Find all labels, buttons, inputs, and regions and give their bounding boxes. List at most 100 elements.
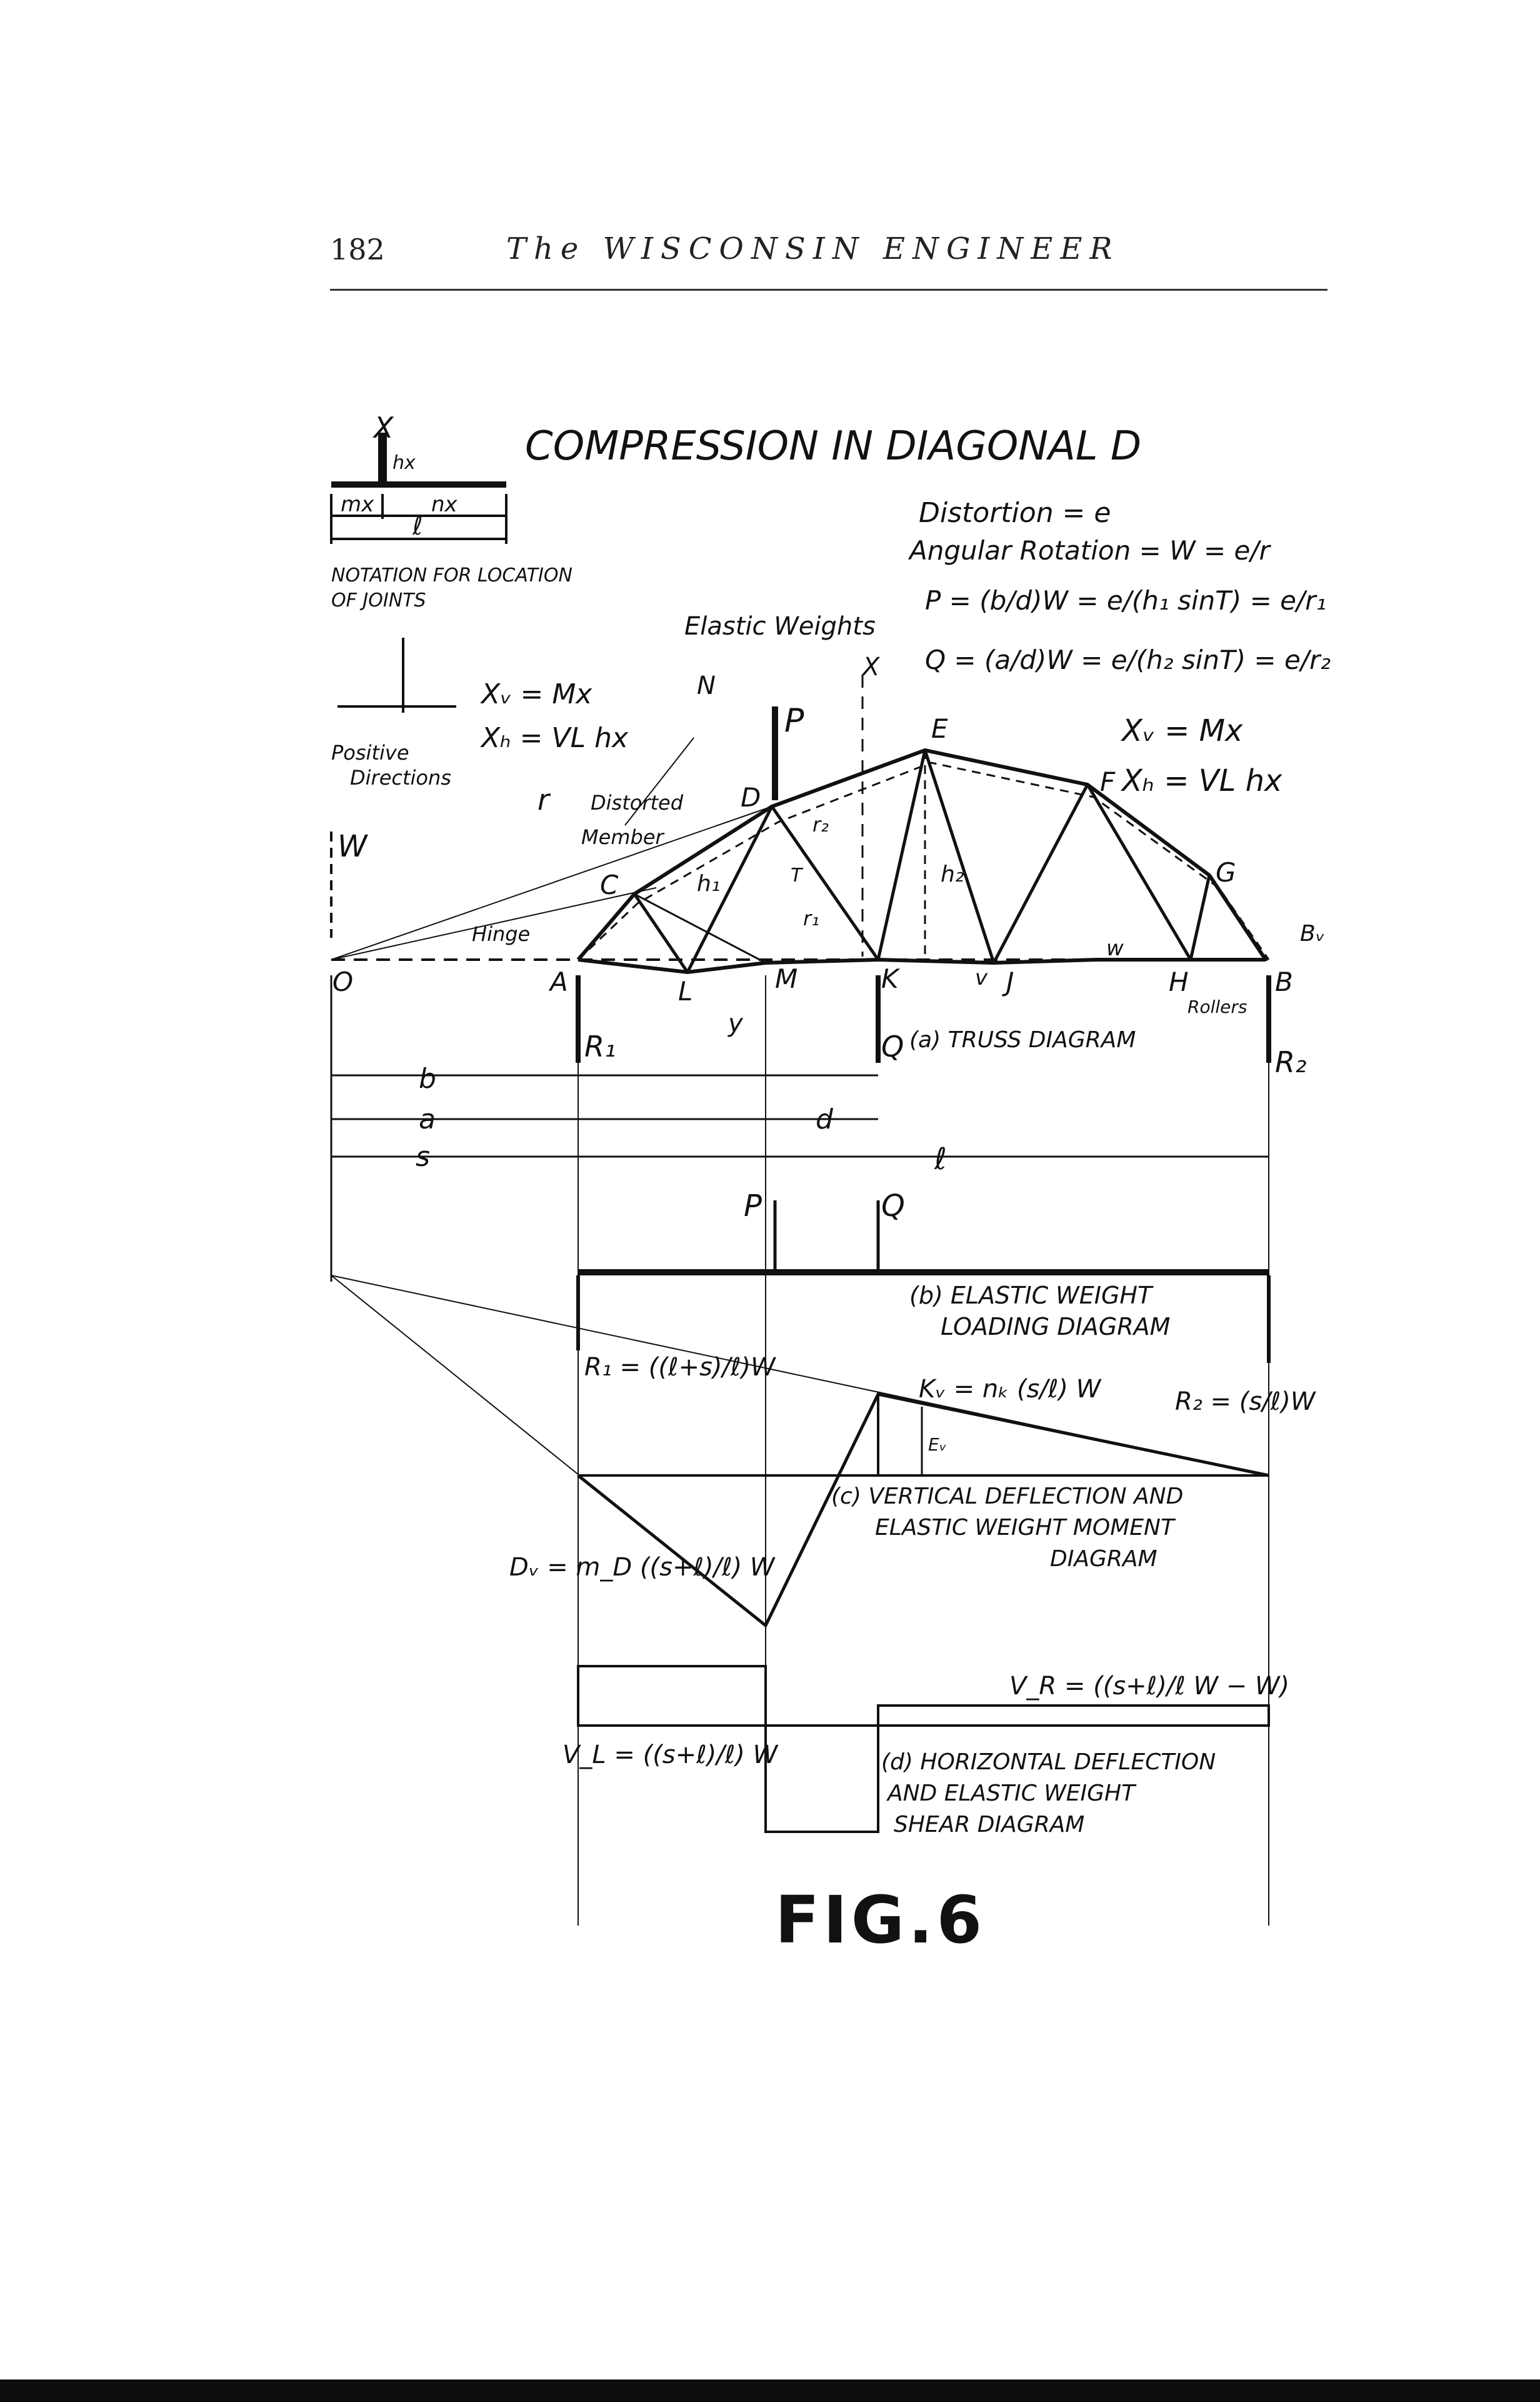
web-f-h bbox=[1086, 783, 1192, 961]
joint-c: C bbox=[600, 870, 619, 900]
label-n: N bbox=[697, 671, 716, 700]
eq-xv-right: Xᵥ = Mx bbox=[1120, 713, 1243, 748]
joint-a: A bbox=[548, 967, 568, 997]
elastic-weights-label: Elastic Weights bbox=[684, 612, 876, 641]
joint-h: H bbox=[1169, 967, 1189, 997]
web-c-m bbox=[634, 893, 766, 964]
loading-r2-equation: R₂ = (s/ℓ)W bbox=[1175, 1387, 1316, 1416]
scan-edge-band bbox=[0, 2379, 1540, 2402]
loading-r1-equation: R₁ = ((ℓ+s)/ℓ)W bbox=[584, 1353, 776, 1382]
label-distorted-2: Member bbox=[581, 825, 664, 849]
shear-right-block bbox=[877, 1704, 1270, 1727]
diagram-b-label-2: LOADING DIAGRAM bbox=[941, 1313, 1170, 1340]
journal-title: The WISCONSIN ENGINEER bbox=[506, 231, 1120, 266]
label-distorted-1: Distorted bbox=[591, 791, 684, 815]
shear-vr-equation: V_R = ((s+ℓ)/ℓ W − W) bbox=[1009, 1672, 1289, 1701]
web-e-j bbox=[923, 750, 996, 963]
label-w: W bbox=[338, 829, 368, 864]
joint-g: G bbox=[1216, 857, 1236, 888]
eq-xv-left: Xᵥ = Mx bbox=[480, 678, 592, 710]
label-v: v bbox=[975, 965, 988, 990]
web-c-l bbox=[632, 893, 689, 973]
label-w-small: w bbox=[1106, 936, 1124, 961]
figure-title: COMPRESSION IN DIAGONAL D bbox=[525, 423, 1141, 470]
joint-k: K bbox=[881, 963, 901, 994]
notation-caption-1: NOTATION FOR LOCATION bbox=[331, 565, 572, 586]
shear-vl-equation: V_L = ((s+ℓ)/ℓ) W bbox=[562, 1741, 779, 1769]
label-x: X bbox=[861, 653, 881, 681]
diagram-d-label-3: SHEAR DIAGRAM bbox=[894, 1812, 1084, 1837]
moment-ev-label: Eᵥ bbox=[928, 1434, 946, 1455]
notation-hx-label: hx bbox=[392, 452, 416, 474]
loading-q-label: Q bbox=[881, 1188, 905, 1224]
dim-a-label: a bbox=[419, 1103, 436, 1135]
notation-caption-2: OF JOINTS bbox=[331, 590, 426, 611]
joint-o: O bbox=[332, 967, 353, 997]
diagram-b-label-1: (b) ELASTIC WEIGHT bbox=[909, 1282, 1154, 1309]
eq-q: Q = (a/d)W = e/(h₂ sinT) = e/r₂ bbox=[925, 645, 1331, 675]
dim-s-label: s bbox=[416, 1141, 430, 1173]
dim-d-label: d bbox=[816, 1103, 834, 1135]
label-r: r bbox=[538, 783, 551, 817]
joint-b: B bbox=[1275, 967, 1293, 997]
shear-middle-block bbox=[764, 1724, 879, 1833]
eq-distortion: Distortion = e bbox=[919, 497, 1111, 529]
joint-e: E bbox=[931, 713, 948, 744]
label-h1: h₁ bbox=[697, 871, 720, 897]
notation-nx-label: nx bbox=[431, 492, 458, 517]
dim-l-label: ℓ bbox=[934, 1142, 947, 1177]
eq-p: P = (b/d)W = e/(h₁ sinT) = e/r₁ bbox=[925, 585, 1326, 616]
eq-angular-rotation: Angular Rotation = W = e/r bbox=[908, 535, 1271, 566]
header-rule bbox=[330, 289, 1328, 291]
moment-diagram bbox=[577, 1392, 1269, 1628]
joint-m: M bbox=[775, 963, 798, 994]
moment-kv-equation: Kᵥ = nₖ (s/ℓ) W bbox=[919, 1375, 1102, 1404]
label-r2: r₂ bbox=[812, 813, 829, 837]
label-t: T bbox=[791, 865, 804, 887]
label-p: P bbox=[784, 702, 804, 740]
joint-f: F bbox=[1100, 766, 1116, 797]
label-bv: Bᵥ bbox=[1300, 921, 1325, 947]
truss-bottom-chord bbox=[578, 957, 1266, 975]
web-k-e bbox=[876, 750, 927, 960]
notation-x-label: X bbox=[372, 411, 394, 445]
diagram-c-label-2: ELASTIC WEIGHT MOMENT bbox=[875, 1515, 1176, 1540]
page-number: 182 bbox=[330, 233, 385, 266]
joint-d: D bbox=[741, 782, 761, 813]
eq-xh-left: Xₕ = VL hx bbox=[480, 722, 629, 754]
line-r-n bbox=[624, 737, 694, 826]
label-y: y bbox=[728, 1009, 744, 1038]
label-r2-reaction: R₂ bbox=[1275, 1045, 1306, 1079]
shear-left-block bbox=[577, 1665, 767, 1727]
diagram-c-label-1: (c) VERTICAL DEFLECTION AND bbox=[831, 1484, 1183, 1509]
web-d-k bbox=[770, 805, 880, 961]
positive-directions-2: Directions bbox=[350, 766, 451, 790]
joint-j: J bbox=[1002, 967, 1014, 997]
joint-l: L bbox=[678, 976, 692, 1007]
web-h-g bbox=[1189, 875, 1211, 960]
web-j-f bbox=[992, 783, 1089, 964]
label-r1: r₁ bbox=[803, 907, 819, 930]
diagram-d-label-1: (d) HORIZONTAL DEFLECTION bbox=[881, 1749, 1216, 1775]
positive-directions-1: Positive bbox=[331, 741, 409, 765]
label-q-reaction: Q bbox=[881, 1030, 904, 1063]
label-r1-reaction: R₁ bbox=[584, 1030, 616, 1063]
notation-mx-label: mx bbox=[341, 492, 374, 517]
truss-distorted-chord bbox=[577, 761, 1270, 961]
notation-l-label: ℓ bbox=[412, 512, 423, 541]
dim-b-label: b bbox=[419, 1063, 436, 1095]
moment-dv-equation: Dᵥ = m_D ((s+ℓ)/ℓ) W bbox=[509, 1553, 776, 1582]
diagram-c-label-3: DIAGRAM bbox=[1050, 1546, 1158, 1572]
diagram-a-label: (a) TRUSS DIAGRAM bbox=[909, 1027, 1136, 1053]
eq-xh-right: Xₕ = VL hx bbox=[1120, 763, 1282, 798]
figure-caption: FIG.6 bbox=[775, 1882, 986, 1958]
line-o-c bbox=[331, 887, 657, 960]
diagram-d-label-2: AND ELASTIC WEIGHT bbox=[886, 1781, 1137, 1806]
label-hinge: Hinge bbox=[472, 922, 530, 946]
loading-p-label: P bbox=[744, 1188, 762, 1224]
line-o-d bbox=[331, 806, 772, 960]
web-l-d bbox=[686, 805, 774, 973]
label-h2: h₂ bbox=[941, 862, 964, 887]
